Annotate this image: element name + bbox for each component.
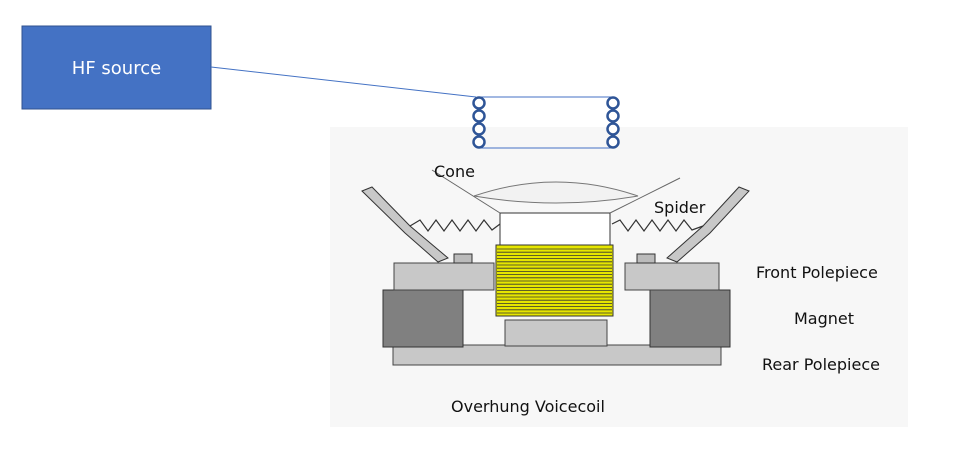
label-magnet: Magnet <box>794 309 854 328</box>
hf-source-label: HF source <box>72 58 161 79</box>
label-rear-polepiece: Rear Polepiece <box>762 355 880 374</box>
voicecoil <box>495 244 614 317</box>
coil-loop <box>606 135 620 149</box>
spider-right <box>611 218 704 233</box>
front-polepiece-left <box>393 262 495 291</box>
screw-right <box>636 253 656 264</box>
coil-loop <box>606 96 620 110</box>
magnet-right <box>649 289 731 348</box>
coil-loops-left <box>472 96 486 149</box>
source-wire <box>210 66 477 98</box>
cone-dome <box>473 181 639 204</box>
label-caption: Overhung Voicecoil <box>451 397 605 416</box>
coil-loop <box>606 122 620 136</box>
voicecoil-former <box>499 212 611 248</box>
label-cone: Cone <box>434 162 475 181</box>
voicecoil-windings <box>497 248 612 314</box>
coil-loop <box>606 109 620 123</box>
cone-line-left <box>431 169 501 214</box>
front-polepiece-right <box>624 262 720 291</box>
coil-loops-right <box>606 96 620 149</box>
center-pole <box>504 319 608 347</box>
hf-source-box <box>21 25 212 110</box>
coil-loop <box>472 109 486 123</box>
screw-left <box>453 253 473 264</box>
coil-loop <box>472 122 486 136</box>
magnet-left <box>382 289 464 348</box>
label-spider: Spider <box>654 198 706 217</box>
basket-right <box>666 186 750 263</box>
label-front-polepiece: Front Polepiece <box>756 263 878 282</box>
coil-loop <box>472 135 486 149</box>
rear-polepiece <box>392 344 722 366</box>
cone-line-right <box>609 177 681 214</box>
coil-loop <box>472 96 486 110</box>
basket-left <box>361 186 449 263</box>
spider-left <box>409 218 501 233</box>
